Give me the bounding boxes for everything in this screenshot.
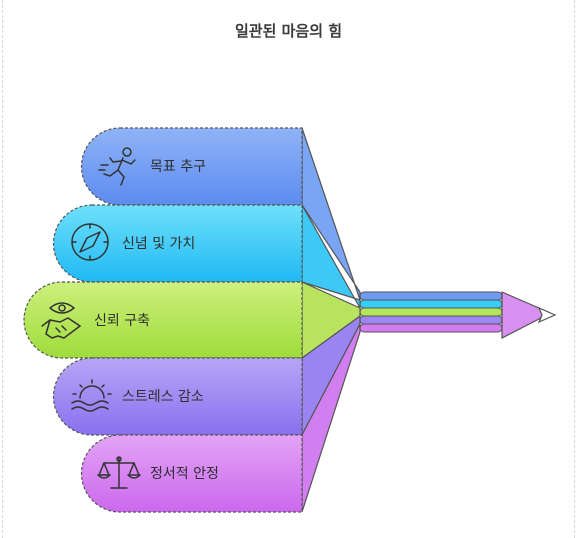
item-label-0: 목표 추구 <box>150 159 206 175</box>
compass-icon <box>71 223 109 261</box>
sun-waves-icon <box>71 379 112 412</box>
band-0 <box>80 127 303 206</box>
left-border <box>2 0 3 538</box>
item-label-2: 신뢰 구축 <box>94 313 150 329</box>
band-3 <box>52 357 303 436</box>
item-label-3: 스트레스 감소 <box>122 389 204 405</box>
band-4 <box>80 434 303 513</box>
right-border <box>574 0 575 538</box>
item-label-4: 정서적 안정 <box>150 466 219 482</box>
running-person-icon <box>98 147 136 186</box>
pencil-icon <box>359 291 557 339</box>
balance-scale-icon <box>97 456 141 489</box>
handshake-eye-icon <box>41 302 81 339</box>
item-label-1: 신념 및 가치 <box>122 236 195 252</box>
diagram-title: 일관된 마음의 힘 <box>234 22 343 40</box>
band-2 <box>23 281 303 359</box>
